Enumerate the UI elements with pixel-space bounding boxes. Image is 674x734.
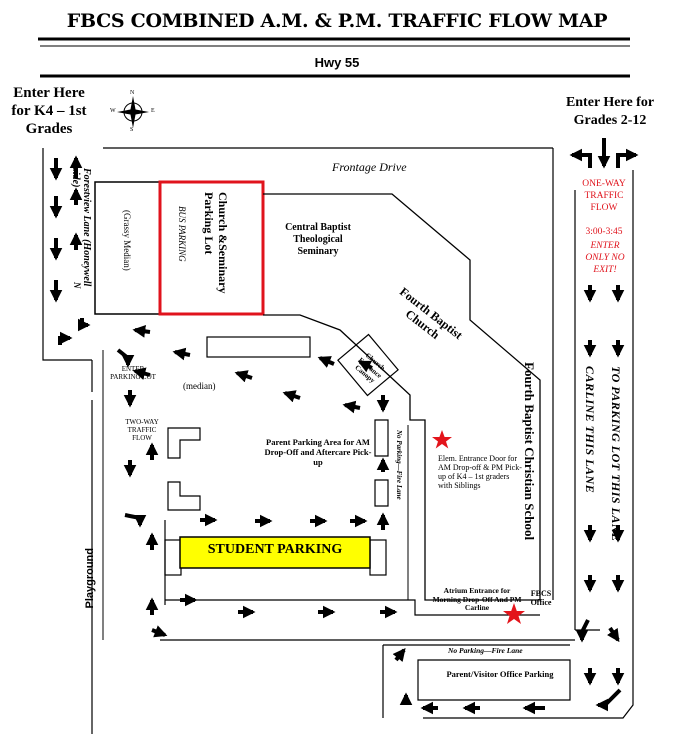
church-canopy [337,333,399,397]
parent-visitor-label: Parent/Visitor Office Parking [446,669,554,679]
highway-label: Hwy 55 [314,55,360,70]
enter-left-label: Enter Here for K4 – 1st Grades [11,85,87,137]
median-label: (median) [183,381,216,391]
road-outlines [42,147,634,734]
compass-w: W [110,108,116,114]
compass-s: S [130,127,134,133]
bus-parking-label: BUS PARKING [177,206,187,262]
student-parking-area [179,536,371,569]
elem-entrance-star-icon [432,430,452,449]
enter-right-label: Enter Here for Grades 2-12 [565,95,655,128]
frontage-drive-label: Frontage Drive [332,160,407,174]
grassy-median-label: (Grassy Median) [122,210,132,271]
compass-e: E [151,108,155,114]
fire-lane-label: No Parking—Fire Lane [395,430,403,500]
to-parking-label: TO PARKING LOT THIS LANE [609,366,623,542]
atrium-label: Atrium Entrance for Morning Drop-Off And… [432,586,522,612]
school-label: Fourth Baptist Christian School [522,362,537,541]
carline-label: CARLINE THIS LANE [583,366,597,494]
one-way-line2: 3:00-3:45 [585,227,623,237]
fire-lane-bottom-label: No Parking—Fire Lane [448,646,523,655]
page-title: FBCS COMBINED A.M. & P.M. TRAFFIC FLOW M… [66,10,608,32]
one-way-line1: ONE-WAY TRAFFIC FLOW [582,179,626,213]
one-way-line3: ENTER ONLY NO EXIT! [585,241,625,275]
direction-arrows [49,138,639,715]
seminary-label: Central Baptist Theological Seminary [285,222,351,257]
compass-icon [117,96,149,128]
forestview-lane-label: Forestview Lane (Honeywell side) [70,168,92,287]
student-parking-label: STUDENT PARKING [207,542,343,557]
playground-label: Playground [84,548,96,609]
church-building-outline [263,193,541,601]
fbcs-office-label: FBCS Office [530,589,552,607]
forestview-n-label: N [72,282,82,289]
church-parking-lot [158,180,265,316]
enter-parking-lot-label: ENTER PARKING LOT [110,365,156,381]
church-parking-label: Church &Seminary Parking Lot [202,192,230,294]
two-way-label: TWO-WAY TRAFFIC FLOW [125,418,159,442]
atrium-entrance-star-icon [503,603,525,624]
parent-parking-label: Parent Parking Area for AM Drop-Off and … [264,437,372,467]
elem-entrance-label: Elem. Entrance Door for AM Drop-off & PM… [438,454,522,490]
compass-n: N [130,90,135,96]
median-island [206,336,311,358]
